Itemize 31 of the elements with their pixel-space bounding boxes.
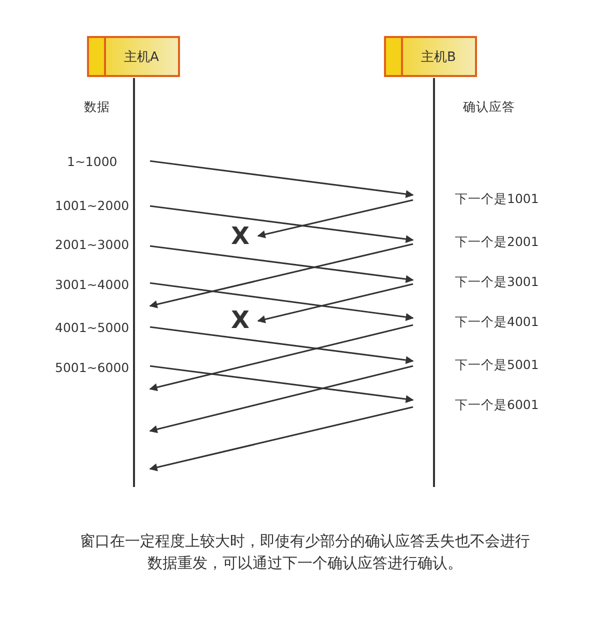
arrow: [257, 283, 414, 324]
edge-label: 下一个是4001: [455, 314, 539, 331]
edge-label: 2001~3000: [55, 237, 130, 252]
loss-mark: X: [231, 222, 250, 250]
arrow: [150, 245, 414, 284]
loss-mark: X: [231, 306, 250, 334]
caption: 窗口在一定程度上较大时，即使有少部分的确认应答丢失也不会进行数据重发，可以通过下一个确认应答进行确认。: [80, 531, 530, 574]
edge-label: 下一个是5001: [455, 357, 539, 374]
arrow: [149, 406, 414, 472]
column-heading: 数据: [84, 99, 110, 116]
arrow: [149, 243, 414, 308]
edge-label: 5001~6000: [55, 360, 130, 375]
edge-label: 4001~5000: [55, 320, 130, 335]
edge-label: 1~1000: [67, 154, 118, 169]
arrow: [150, 282, 414, 322]
arrow: [149, 365, 414, 434]
arrow: [150, 205, 414, 244]
edge-label: 下一个是6001: [455, 397, 539, 414]
edge-label: 下一个是2001: [455, 234, 539, 251]
arrow: [150, 365, 414, 404]
edge-label: 下一个是1001: [455, 191, 539, 208]
host-box: 主机A: [87, 36, 180, 77]
arrow: [257, 199, 414, 238]
column-heading: 确认应答: [463, 99, 515, 116]
host-box: 主机B: [384, 36, 477, 77]
arrow: [149, 324, 414, 392]
arrow: [150, 326, 414, 364]
edge-label: 1001~2000: [55, 198, 130, 213]
arrow: [150, 160, 414, 198]
edge-label: 3001~4000: [55, 277, 130, 292]
edge-label: 下一个是3001: [455, 274, 539, 291]
